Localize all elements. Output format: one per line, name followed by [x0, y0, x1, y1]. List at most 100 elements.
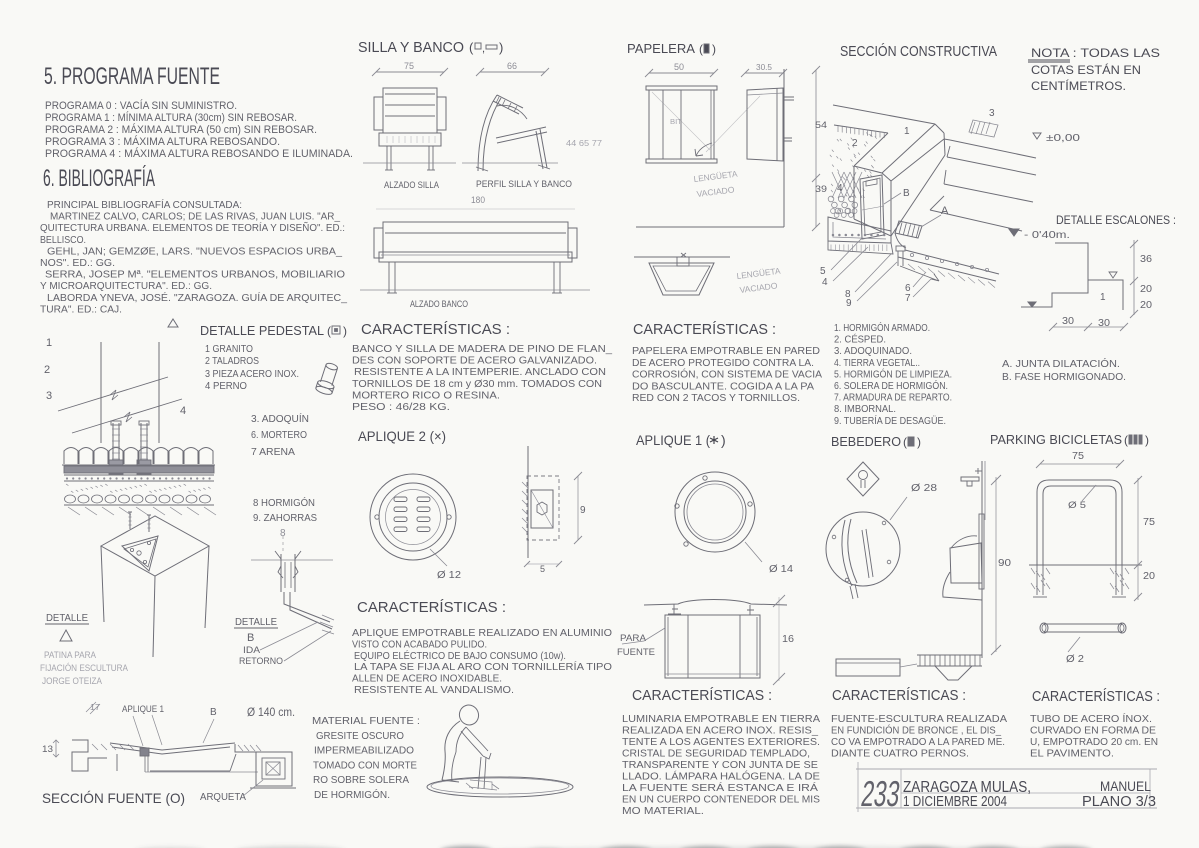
svg-text:30: 30	[1098, 318, 1110, 329]
svg-text:36: 36	[1140, 254, 1152, 265]
svg-text:CARACTERÍSTICAS :: CARACTERÍSTICAS :	[361, 321, 510, 338]
svg-text:180: 180	[471, 195, 485, 205]
svg-text:DE ACERO PROTEGIDO CONTRA LA.: DE ACERO PROTEGIDO CONTRA LA.	[632, 358, 814, 369]
svg-text:): )	[499, 40, 503, 55]
svg-text:LA TAPA SE FIJA AL ARO CON TOR: LA TAPA SE FIJA AL ARO CON TORNILLERÍA T…	[354, 660, 612, 673]
svg-text:PRINCIPAL BIBLIOGRAFÍA CONSULT: PRINCIPAL BIBLIOGRAFÍA CONSULTADA:	[47, 198, 242, 211]
svg-text:8: 8	[280, 528, 286, 539]
svg-text:CARACTERÍSTICAS :: CARACTERÍSTICAS :	[632, 687, 772, 704]
svg-text:ZARAGOZA MULAS,: ZARAGOZA MULAS,	[903, 779, 1031, 796]
svg-text:CARACTERÍSTICAS :: CARACTERÍSTICAS :	[832, 687, 966, 704]
svg-text:RO SOBRE SOLERA: RO SOBRE SOLERA	[313, 774, 409, 786]
svg-text:DIANTE CUATRO PERNOS.: DIANTE CUATRO PERNOS.	[831, 749, 969, 760]
svg-text:3. ADOQUINADO.: 3. ADOQUINADO.	[834, 345, 912, 357]
svg-text:Ø 2: Ø 2	[1066, 654, 1084, 665]
svg-text:Ø 14: Ø 14	[769, 563, 793, 575]
svg-text:CENTÍMETROS.: CENTÍMETROS.	[1031, 78, 1126, 93]
svg-text:RESISTENTE A LA INTEMPERIE. AN: RESISTENTE A LA INTEMPERIE. ANCLADO CON	[354, 367, 606, 378]
svg-text:8. IMBORNAL.: 8. IMBORNAL.	[834, 403, 896, 415]
svg-text:DO BASCULANTE. COGIDA A LA PA: DO BASCULANTE. COGIDA A LA PA	[632, 381, 814, 392]
svg-text:DE HORMIGÓN.: DE HORMIGÓN.	[314, 788, 390, 801]
svg-text:VACIADO: VACIADO	[696, 184, 735, 199]
svg-text:B: B	[247, 632, 254, 644]
svg-text:39: 39	[815, 184, 827, 195]
svg-text:RED CON 2 TACOS Y TORNILLOS.: RED CON 2 TACOS Y TORNILLOS.	[632, 393, 800, 404]
svg-text:16: 16	[782, 634, 794, 645]
svg-text:): )	[343, 324, 347, 338]
svg-text:9. TUBERÍA DE DESAGÜE.: 9. TUBERÍA DE DESAGÜE.	[834, 414, 946, 427]
svg-text:4: 4	[837, 183, 843, 194]
svg-text:DETALLE: DETALLE	[46, 612, 88, 624]
svg-text:APLIQUE 1: APLIQUE 1	[122, 704, 164, 714]
svg-text:SERRA, JOSEP Mª. "ELEMENTOS UR: SERRA, JOSEP Mª. "ELEMENTOS URBANOS, MOB…	[45, 269, 345, 281]
svg-text:ARQUETA: ARQUETA	[200, 791, 246, 803]
svg-text:DETALLE: DETALLE	[235, 616, 277, 628]
svg-text:17: 17	[90, 702, 100, 712]
svg-text:PARKING BICICLETAS: PARKING BICICLETAS	[990, 432, 1122, 447]
svg-text:(: (	[903, 435, 907, 449]
svg-text:4: 4	[180, 405, 186, 417]
svg-text:75: 75	[404, 61, 414, 71]
svg-text:DETALLE ESCALONES :: DETALLE ESCALONES :	[1056, 213, 1176, 227]
svg-text:2: 2	[852, 138, 858, 149]
svg-text:DETALLE PEDESTAL: DETALLE PEDESTAL	[200, 323, 324, 338]
svg-text:): )	[712, 42, 716, 56]
svg-text:3 PIEZA ACERO INOX.: 3 PIEZA ACERO INOX.	[205, 369, 299, 380]
svg-text:(: (	[1124, 433, 1128, 447]
svg-text:30: 30	[1062, 316, 1074, 327]
svg-text:MATERIAL FUENTE :: MATERIAL FUENTE :	[312, 715, 420, 727]
svg-text:IMPERMEABILIZADO: IMPERMEABILIZADO	[314, 745, 414, 757]
svg-text:EN FUNDICIÓN DE BRONCE , EL DI: EN FUNDICIÓN DE BRONCE , EL DIS_	[831, 724, 1001, 737]
svg-text:APLIQUE 2 (×): APLIQUE 2 (×)	[358, 428, 446, 444]
svg-text:B: B	[903, 188, 910, 199]
svg-text:CURVADO EN FORMA DE: CURVADO EN FORMA DE	[1030, 726, 1156, 737]
svg-text:LA FUENTE SERÁ ESTANCA E IRÁ: LA FUENTE SERÁ ESTANCA E IRÁ	[622, 781, 818, 794]
svg-text:BANCO Y SILLA DE MADERA DE PIN: BANCO Y SILLA DE MADERA DE PINO DE FLAN_	[352, 344, 612, 355]
svg-text:REALIZADA EN ACERO INOX. RESIS: REALIZADA EN ACERO INOX. RESIS_	[622, 726, 818, 737]
svg-text:44 65 77: 44 65 77	[566, 139, 603, 148]
svg-text:2. CÉSPED.: 2. CÉSPED.	[834, 333, 886, 346]
svg-text:20: 20	[1140, 300, 1152, 311]
svg-text:2: 2	[44, 364, 50, 376]
svg-text:FUENTE-ESCULTURA REALIZADA: FUENTE-ESCULTURA REALIZADA	[831, 714, 1007, 725]
svg-text:1: 1	[1100, 292, 1106, 303]
svg-text:90: 90	[998, 557, 1011, 569]
svg-text:- 0'40m.: - 0'40m.	[1024, 230, 1070, 241]
svg-text:CO VA EMPOTRADO A LA PARED ME.: CO VA EMPOTRADO A LA PARED ME.	[831, 737, 1005, 748]
svg-text:8 HORMIGÓN: 8 HORMIGÓN	[253, 496, 315, 509]
svg-text:JORGE OTEIZA: JORGE OTEIZA	[42, 676, 103, 687]
svg-text:CARACTERÍSTICAS :: CARACTERÍSTICAS :	[357, 599, 506, 616]
svg-text:9. ZAHORRAS: 9. ZAHORRAS	[253, 512, 317, 524]
svg-text:DES CON SOPORTE DE ACERO GALVA: DES CON SOPORTE DE ACERO GALVANIZADO.	[352, 356, 597, 367]
svg-text:8: 8	[845, 289, 851, 300]
svg-text:CORROSIÓN, CON SISTEMA DE VACI: CORROSIÓN, CON SISTEMA DE VACIA	[632, 368, 822, 381]
svg-text:3. ADOQUÍN: 3. ADOQUÍN	[251, 412, 309, 425]
svg-text:5. PROGRAMA FUENTE: 5. PROGRAMA FUENTE	[44, 63, 220, 90]
svg-text:(: (	[699, 42, 703, 56]
svg-text:MARTINEZ CALVO, CARLOS; DE LAS: MARTINEZ CALVO, CARLOS; DE LAS RIVAS, JU…	[50, 211, 340, 223]
svg-text:20: 20	[1140, 284, 1152, 295]
svg-text:QUITECTURA URBANA. ELEMENTOS D: QUITECTURA URBANA. ELEMENTOS DE TEORÍA Y…	[40, 221, 345, 234]
svg-text:PROGRAMA 2 : MÁXIMA ALTURA (50: PROGRAMA 2 : MÁXIMA ALTURA (50 cm) SIN R…	[45, 123, 317, 136]
svg-text:GEHL, JAN; GEMZØE, LARS. "NUEV: GEHL, JAN; GEMZØE, LARS. "NUEVOS ESPACIO…	[47, 245, 342, 257]
svg-text:4: 4	[822, 277, 828, 288]
svg-text:TUBO DE ACERO ÍNOX.: TUBO DE ACERO ÍNOX.	[1030, 712, 1152, 725]
svg-text:PERFIL SILLA Y BANCO: PERFIL SILLA Y BANCO	[476, 179, 572, 190]
svg-text:): )	[1145, 433, 1149, 447]
svg-text:6: 6	[905, 283, 911, 294]
svg-text:FIJACIÓN ESCULTURA: FIJACIÓN ESCULTURA	[40, 663, 129, 674]
svg-text:Ø 12: Ø 12	[437, 570, 461, 581]
svg-text:APLIQUE EMPOTRABLE REALIZADO E: APLIQUE EMPOTRABLE REALIZADO EN ALUMINIO	[352, 628, 612, 639]
svg-text:SECCIÓN FUENTE (O): SECCIÓN FUENTE (O)	[42, 790, 185, 806]
svg-text:NOTA : TODAS LAS: NOTA : TODAS LAS	[1031, 46, 1160, 60]
svg-text:PROGRAMA 1 : MÍNIMA ALTURA (30: PROGRAMA 1 : MÍNIMA ALTURA (30cm) SIN RE…	[45, 111, 297, 124]
svg-text:A. JUNTA DILATACIÓN.: A. JUNTA DILATACIÓN.	[1002, 357, 1120, 370]
svg-text:6. SOLERA DE HORMIGÓN.: 6. SOLERA DE HORMIGÓN.	[834, 379, 948, 392]
svg-text:FUENTE: FUENTE	[617, 647, 655, 658]
svg-text:BIT: BIT	[670, 119, 683, 126]
svg-text:5: 5	[540, 564, 545, 574]
svg-text:): )	[917, 435, 921, 449]
svg-text:4. TIERRA VEGETAL..: 4. TIERRA VEGETAL..	[834, 357, 920, 369]
svg-text:PAPELERA: PAPELERA	[627, 41, 695, 56]
svg-text:RETORNO: RETORNO	[239, 656, 283, 667]
